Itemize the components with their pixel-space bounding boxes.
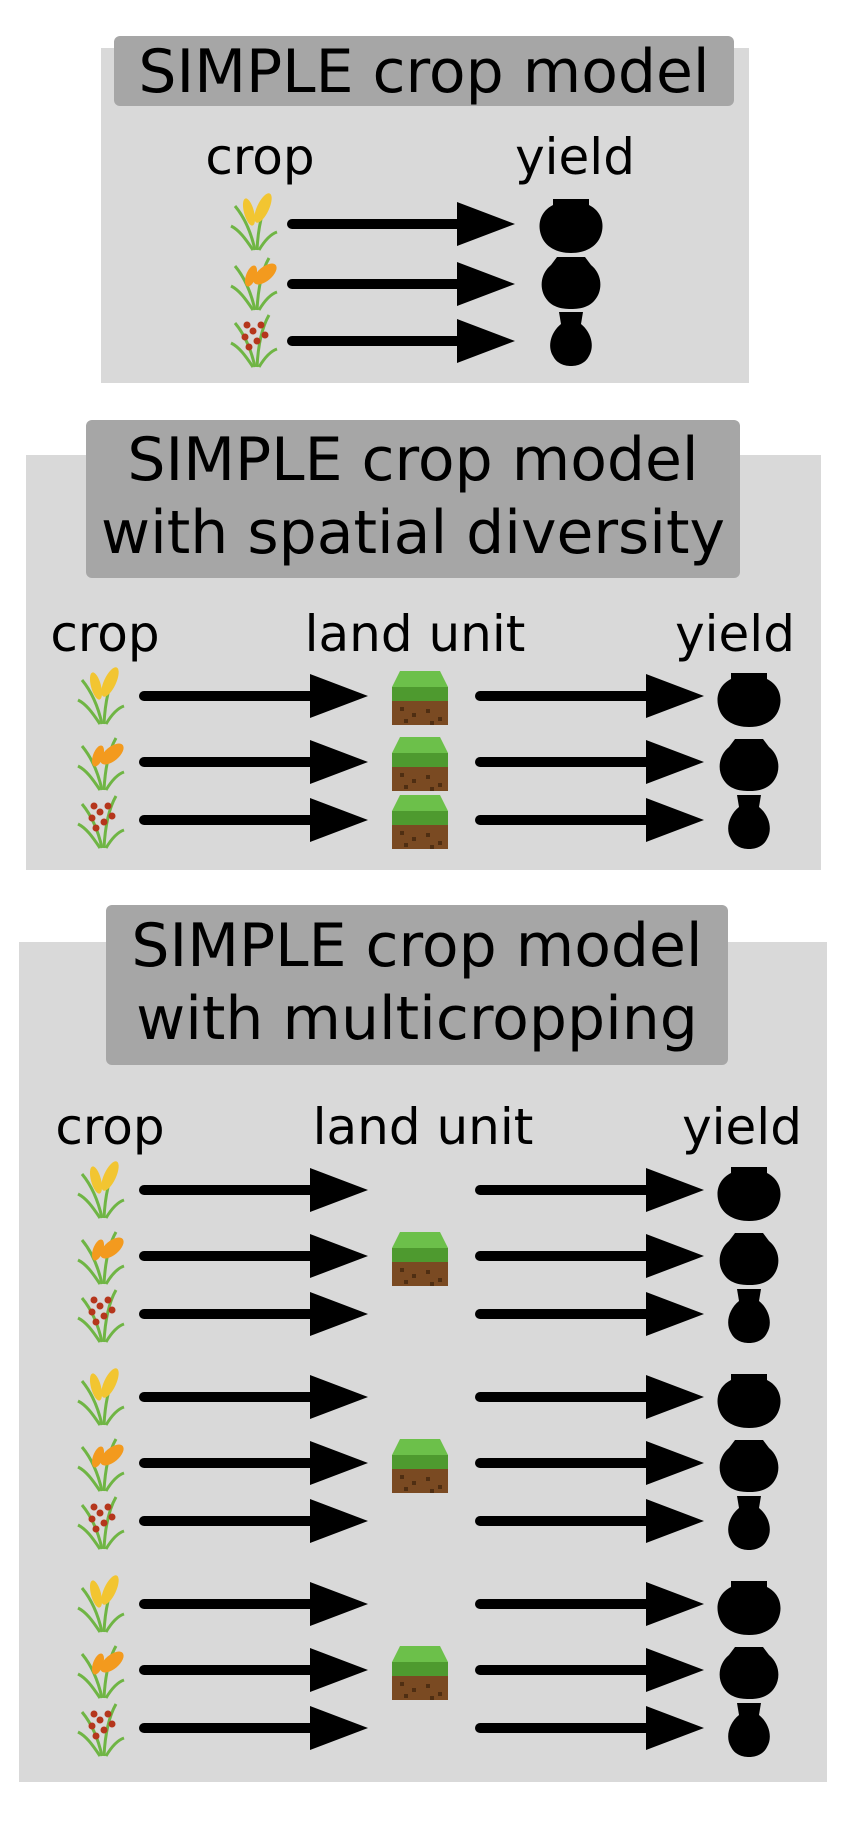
large-pot-icon — [717, 1374, 781, 1428]
large-pot-icon — [717, 1167, 781, 1221]
land-unit-icon — [392, 1646, 448, 1700]
panel-simple-title: SIMPLE crop model — [114, 36, 734, 107]
rice-icon — [230, 257, 278, 311]
arrow — [475, 1234, 704, 1278]
title-line: SIMPLE crop model — [127, 425, 699, 495]
arrow — [475, 1648, 704, 1692]
large-pot-icon — [717, 673, 781, 727]
title-line: SIMPLE crop model — [138, 37, 710, 107]
large-pot-icon — [717, 1581, 781, 1635]
title-line: with multicropping — [136, 984, 698, 1055]
arrow — [475, 1441, 704, 1485]
arrow — [287, 262, 515, 306]
arrow — [475, 1706, 704, 1750]
arrow — [475, 1292, 704, 1336]
wheat-icon — [77, 667, 125, 725]
arrow — [475, 1168, 704, 1212]
sorghum-icon — [77, 1496, 125, 1550]
rice-icon — [77, 1231, 125, 1285]
arrow — [139, 798, 368, 842]
wheat-icon — [77, 1161, 125, 1219]
arrow — [475, 740, 704, 784]
sorghum-icon — [77, 1289, 125, 1343]
arrow — [139, 1168, 368, 1212]
rice-icon — [77, 737, 125, 791]
land-unit-icon — [392, 1439, 448, 1493]
panel-multicropping-title: SIMPLE crop model with multicropping — [106, 905, 728, 1065]
arrow — [139, 1706, 368, 1750]
arrow — [475, 798, 704, 842]
land-unit-icon — [392, 671, 448, 725]
wheat-icon — [230, 193, 278, 251]
column-label-yield: yield — [675, 605, 795, 663]
land-unit-icon — [392, 795, 448, 849]
sorghum-icon — [230, 314, 278, 368]
arrow — [475, 1582, 704, 1626]
arrow — [139, 1234, 368, 1278]
arrow — [475, 1499, 704, 1543]
arrow — [139, 740, 368, 784]
arrow — [287, 319, 515, 363]
small-vase-icon — [728, 1496, 770, 1550]
medium-pot-icon — [719, 739, 779, 791]
sorghum-icon — [77, 1703, 125, 1757]
small-vase-icon — [550, 312, 592, 366]
column-label-land-unit: land unit — [312, 1098, 534, 1156]
wheat-icon — [77, 1368, 125, 1426]
panel-multicropping — [19, 942, 827, 1782]
arrow — [287, 202, 515, 246]
land-unit-icon — [392, 1232, 448, 1286]
large-pot-icon — [539, 199, 603, 253]
sorghum-icon — [77, 795, 125, 849]
medium-pot-icon — [541, 257, 601, 309]
title-line: SIMPLE crop model — [131, 911, 703, 981]
arrow — [139, 674, 368, 718]
column-label-crop: crop — [55, 1098, 165, 1156]
arrow — [139, 1582, 368, 1626]
arrow — [475, 674, 704, 718]
arrow — [139, 1292, 368, 1336]
column-label-yield: yield — [515, 128, 635, 186]
panel-spatial-diversity-title: SIMPLE crop model with spatial diversity — [86, 420, 740, 578]
medium-pot-icon — [719, 1440, 779, 1492]
arrow — [475, 1375, 704, 1419]
arrow — [139, 1441, 368, 1485]
wheat-icon — [77, 1575, 125, 1633]
column-label-yield: yield — [682, 1098, 802, 1156]
arrow — [139, 1499, 368, 1543]
small-vase-icon — [728, 1703, 770, 1757]
small-vase-icon — [728, 1289, 770, 1343]
medium-pot-icon — [719, 1233, 779, 1285]
title-line: with spatial diversity — [101, 498, 725, 569]
column-label-crop: crop — [50, 605, 160, 663]
arrow — [139, 1648, 368, 1692]
rice-icon — [77, 1438, 125, 1492]
rice-icon — [77, 1645, 125, 1699]
arrow — [139, 1375, 368, 1419]
medium-pot-icon — [719, 1647, 779, 1699]
column-label-crop: crop — [205, 128, 315, 186]
small-vase-icon — [728, 795, 770, 849]
land-unit-icon — [392, 737, 448, 791]
column-label-land-unit: land unit — [304, 605, 526, 663]
